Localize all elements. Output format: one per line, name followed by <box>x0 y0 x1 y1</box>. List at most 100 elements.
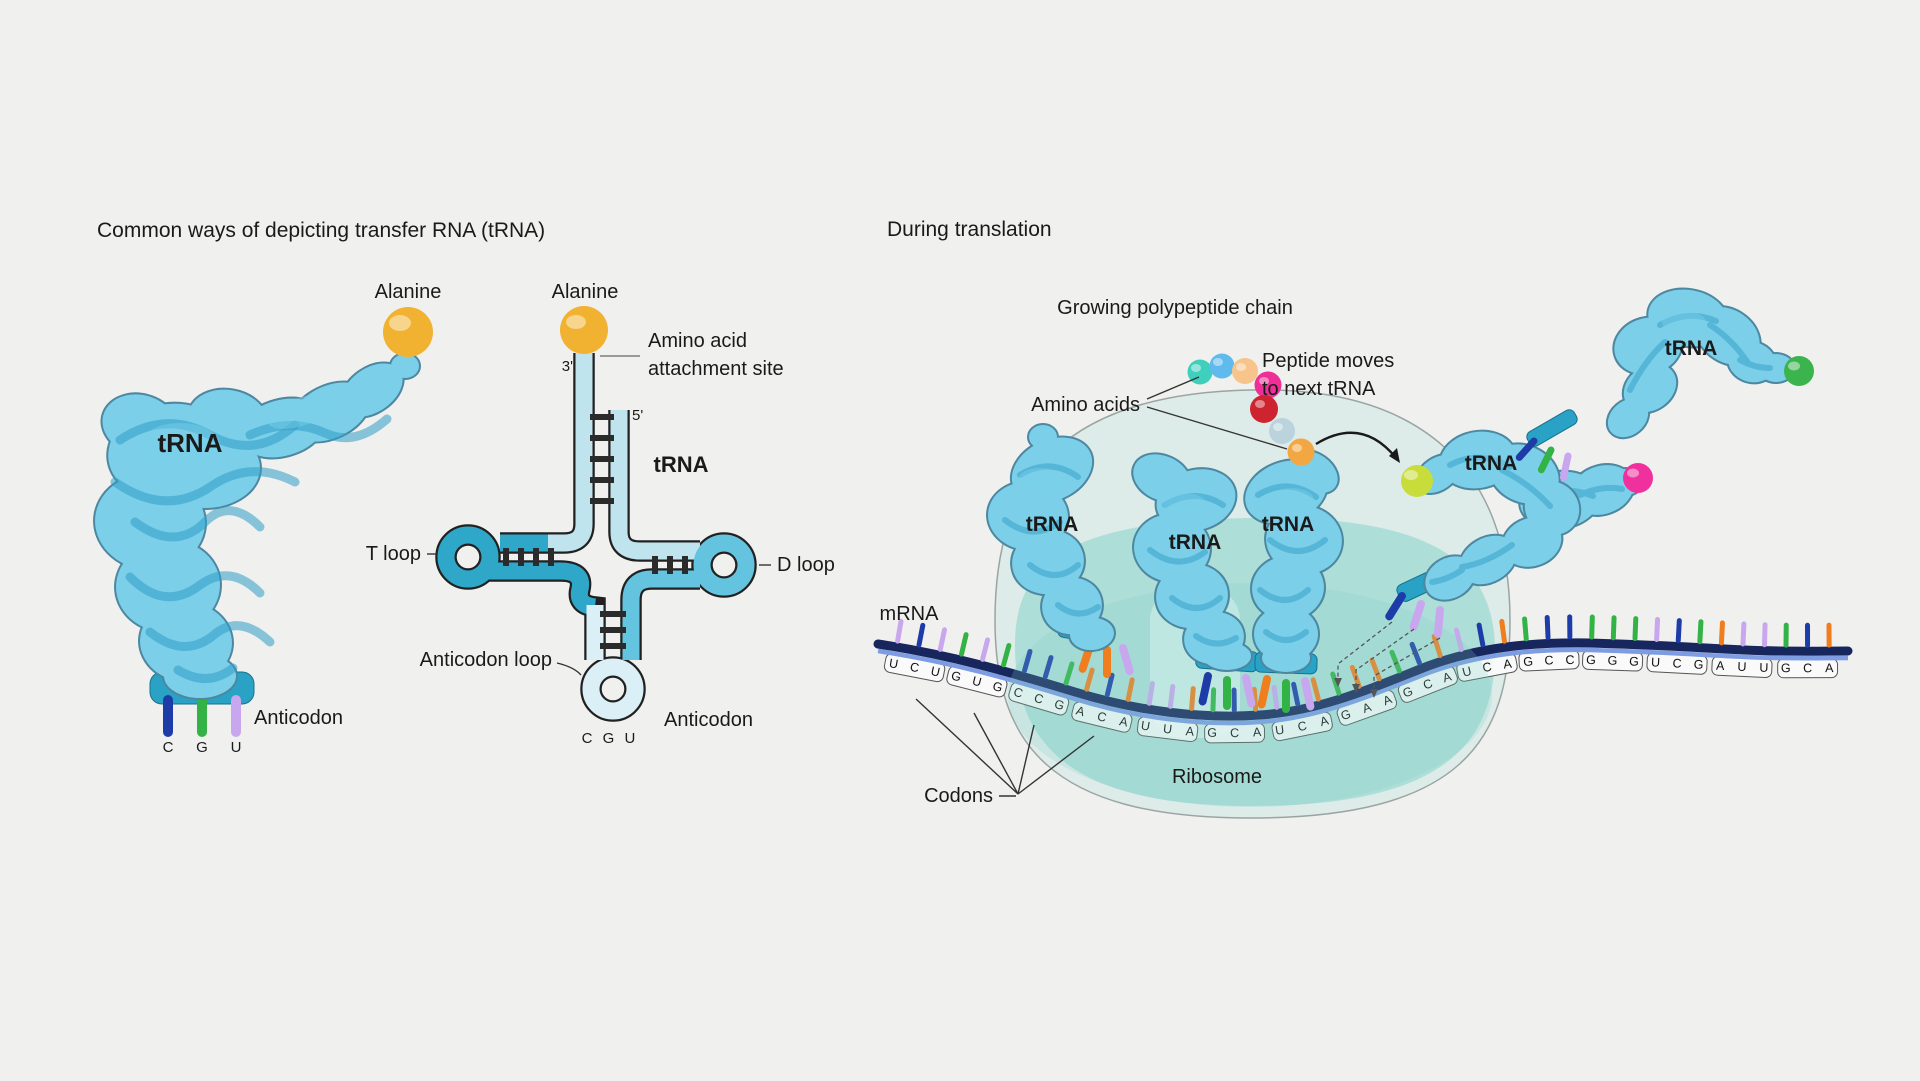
mrna-base-A <box>1718 620 1725 646</box>
mrna-base-G <box>1522 616 1529 642</box>
mrna-base-U <box>1654 617 1661 642</box>
svg-text:C: C <box>1296 719 1308 735</box>
mrna-base-A <box>1189 686 1196 712</box>
peptide-moves-label-line1: Peptide moves <box>1262 350 1394 372</box>
anticodon-loop-label: Anticodon loop <box>420 649 552 671</box>
svg-text:G: G <box>1523 654 1534 669</box>
svg-text:C: C <box>1012 685 1025 701</box>
svg-text:U: U <box>1759 661 1768 675</box>
amino-acid-ball <box>1254 371 1282 399</box>
svg-text:A: A <box>1118 714 1130 730</box>
mrna-base-U <box>1761 622 1768 648</box>
attachment-label-line2: attachment site <box>648 358 784 380</box>
mrna-base-G <box>1610 615 1617 641</box>
mrna-base-U <box>1453 627 1464 652</box>
mrna-base-C <box>1022 648 1033 674</box>
anticodon-letters-cloverleaf: C G U <box>582 730 639 747</box>
mrna-base-U <box>895 618 904 644</box>
trna-label-bound-left: tRNA <box>1169 531 1222 554</box>
mrna-base-U <box>1271 685 1280 710</box>
mrna-base-C <box>1544 614 1551 640</box>
svg-text:G: G <box>991 679 1004 695</box>
svg-text:U: U <box>1737 660 1747 674</box>
svg-text:C: C <box>909 660 921 675</box>
anticodon-letter-g: G <box>196 739 208 756</box>
trna-label-bound-right: tRNA <box>1262 513 1315 536</box>
svg-text:G: G <box>1586 653 1596 667</box>
svg-text:A: A <box>1252 725 1262 740</box>
ribosome-label: Ribosome <box>1172 766 1262 788</box>
svg-text:G: G <box>1607 654 1617 668</box>
svg-text:G: G <box>1693 657 1703 672</box>
mrna-base-C <box>1291 681 1301 707</box>
svg-text:G: G <box>1629 654 1639 668</box>
five-prime-label: 5' <box>632 407 643 424</box>
anticodon-bars-leaving <box>1515 437 1572 482</box>
alanine-label-cloverleaf: Alanine <box>552 281 619 303</box>
trna-label-cloverleaf: tRNA <box>654 452 709 477</box>
mrna-base-C <box>1675 618 1682 644</box>
mrna-base-A <box>1369 657 1382 682</box>
amino-acid-ball <box>1187 359 1213 385</box>
mrna-base-A <box>1431 633 1443 659</box>
peptide-transfer-arrow <box>1315 431 1400 463</box>
trna-label-hovering: tRNA <box>1026 513 1079 536</box>
svg-text:A: A <box>1502 656 1513 671</box>
peptide-moves-label-line2: to next tRNA <box>1262 378 1376 400</box>
svg-text:C: C <box>1544 653 1554 667</box>
mrna-base-U <box>1167 683 1176 709</box>
mrna-base-G <box>1389 649 1402 674</box>
svg-text:U: U <box>930 664 942 680</box>
mrna-base-G <box>1589 614 1595 640</box>
svg-text:C: C <box>1230 726 1239 740</box>
mrna-base-G <box>1330 671 1342 696</box>
svg-text:A: A <box>1825 661 1834 675</box>
mrna-base-U <box>1740 621 1747 647</box>
svg-text:G: G <box>1401 684 1415 701</box>
d-loop-label: D loop <box>777 554 835 576</box>
svg-text:C: C <box>1096 709 1108 725</box>
svg-text:U: U <box>1651 655 1661 669</box>
svg-text:C: C <box>1481 660 1492 675</box>
trna-cloverleaf-depiction: Alanine <box>366 281 835 747</box>
trna-bound-right <box>1243 449 1344 713</box>
svg-text:U: U <box>1274 723 1285 738</box>
svg-text:G: G <box>1053 697 1066 713</box>
svg-text:A: A <box>1716 659 1726 673</box>
anticodon-bars-bound-left <box>1198 672 1256 710</box>
anticodon-bars-bound-right <box>1257 675 1315 713</box>
amino-acid-ball <box>1269 418 1295 444</box>
anticodon-bars-3d <box>163 695 241 737</box>
mrna-base-C <box>1104 672 1115 698</box>
trna-incoming <box>1385 429 1582 638</box>
mrna-base-A <box>1499 618 1507 644</box>
mrna-base-G <box>1063 661 1075 686</box>
amino-acid-ball <box>1232 358 1258 384</box>
alanine-amino-acid-ball-cloverleaf <box>560 306 608 354</box>
svg-text:C: C <box>1032 691 1045 707</box>
mrna-base-A <box>1084 667 1095 692</box>
polypeptide-chain-label: Growing polypeptide chain <box>1057 297 1293 319</box>
mrna-base-C <box>1476 622 1486 648</box>
svg-text:U: U <box>1461 664 1473 680</box>
left-panel-title: Common ways of depicting transfer RNA (t… <box>97 219 545 242</box>
mrna-base-C <box>1409 641 1422 666</box>
svg-text:G: G <box>1339 707 1353 723</box>
svg-text:G: G <box>1207 726 1217 740</box>
svg-text:A: A <box>1185 724 1195 739</box>
mrna-base-C <box>916 622 926 648</box>
t-loop-label: T loop <box>366 543 421 565</box>
anticodon-label-cloverleaf: Anticodon <box>664 709 753 731</box>
anticodon-label-3d: Anticodon <box>254 707 343 729</box>
codons-callout: Codons <box>915 698 1095 807</box>
svg-text:U: U <box>1140 718 1151 733</box>
svg-text:G: G <box>1781 661 1791 675</box>
mrna-base-G <box>1632 616 1639 642</box>
mrna-base-U <box>937 627 948 652</box>
svg-text:U: U <box>888 656 899 671</box>
alanine-label: Alanine <box>375 281 442 303</box>
anticodon-letter-c: C <box>163 739 174 756</box>
cloverleaf-tubes <box>437 353 755 720</box>
